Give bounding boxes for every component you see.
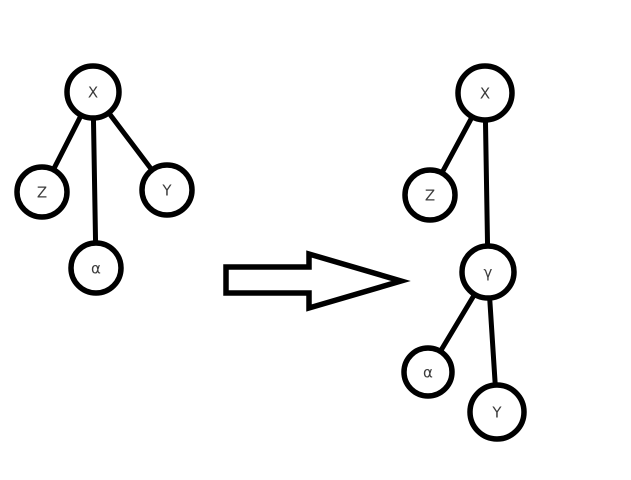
tree-node-before-X: X: [64, 63, 122, 121]
node-label: Y: [491, 404, 502, 422]
node-label: X: [480, 85, 490, 103]
node-circle: [467, 382, 527, 442]
node-circle: [64, 63, 122, 121]
node-label: α: [91, 260, 101, 278]
edge-X-alpha: [90, 89, 99, 271]
node-label: Z: [37, 184, 47, 202]
tree-node-before-alpha: α: [68, 240, 124, 296]
tree-node-after-gamma: γ: [459, 243, 517, 301]
tree-node-before-Z: Z: [14, 164, 70, 220]
node-circle: [459, 243, 517, 301]
node-circle: [14, 164, 70, 220]
tree-node-before-Y: Y: [139, 162, 195, 218]
node-circle: [401, 345, 455, 399]
edge-X-gamma: [482, 90, 491, 275]
node-circle: [402, 167, 458, 223]
node-label: α: [423, 364, 433, 382]
tree-node-after-alpha: α: [401, 345, 455, 399]
node-circle: [139, 162, 195, 218]
tree-after: X Zγ αY: [401, 63, 527, 442]
node-label: X: [88, 84, 98, 102]
tree-node-after-Y: Y: [467, 382, 527, 442]
node-label: γ: [484, 264, 493, 282]
node-label: Y: [161, 182, 172, 200]
tree-node-after-X: X: [455, 63, 515, 123]
node-label: Z: [425, 187, 435, 205]
tree-before: X Zα Y: [14, 63, 195, 296]
right-block-arrow-icon: [223, 250, 411, 312]
node-circle: [455, 63, 515, 123]
tree-node-after-Z: Z: [402, 167, 458, 223]
node-circle: [68, 240, 124, 296]
